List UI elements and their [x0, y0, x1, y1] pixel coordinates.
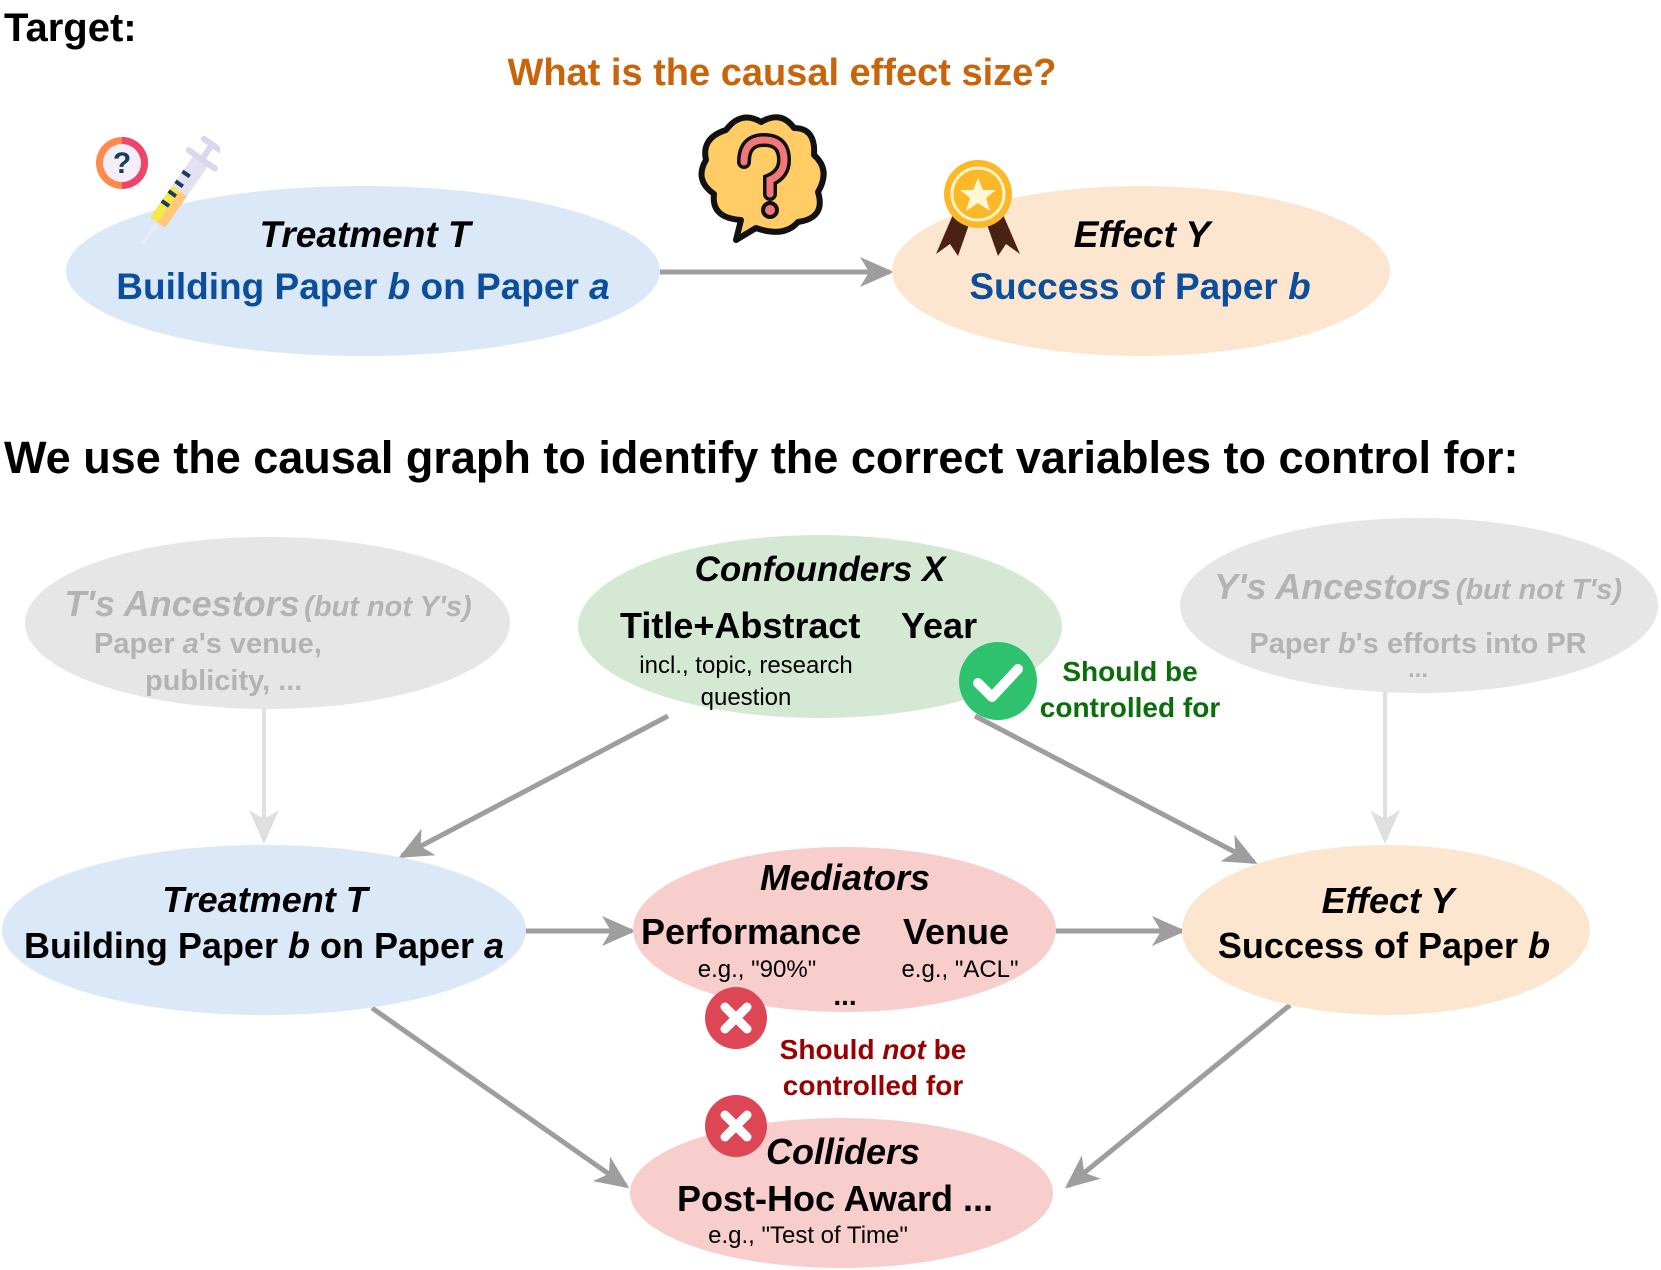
colliders-node: [630, 1118, 1053, 1268]
collider-post-hoc-award: Post-Hoc Award ...: [676, 1178, 994, 1219]
colliders-title: Colliders: [765, 1131, 921, 1172]
effect-node: [1182, 845, 1590, 1015]
top-effect-label: Success of Paper b: [969, 266, 1311, 307]
y-ancestors-node: [1180, 518, 1658, 693]
confounder-year: Year: [901, 605, 978, 646]
thought-bubble-question-icon: [698, 114, 827, 243]
check-circle-icon: [959, 642, 1037, 720]
should-not-control-line2: controlled for: [782, 1070, 964, 1101]
t-ancestors-title: T's Ancestors (but not Y's): [64, 583, 472, 624]
arrow-confounders-to-effect: [973, 713, 1258, 865]
y-ancestors-title: Y's Ancestors (but not T's): [1213, 566, 1623, 607]
confounder-note-line2: question: [700, 684, 792, 711]
collider-example: e.g., "Test of Time": [708, 1222, 908, 1249]
mediators-title: Mediators: [759, 857, 931, 898]
top-effect-title: Effect Y: [1073, 214, 1211, 255]
treatment-label: Building Paper b on Paper a: [23, 925, 505, 966]
mediator-venue-example: e.g., "ACL": [901, 956, 1019, 983]
top-treatment-label: Building Paper b on Paper a: [116, 266, 610, 307]
t-ancestors-node: [25, 537, 510, 709]
confounders-title: Confounders X: [694, 550, 946, 589]
arrow-effect-to-colliders: [1064, 1003, 1292, 1189]
effect-title: Effect Y: [1321, 880, 1455, 921]
should-control-line1: Should be: [1062, 656, 1198, 687]
confounder-note-line1: incl., topic, research: [639, 652, 853, 679]
syringe-question-icon: ?: [96, 135, 220, 245]
arrow-treatment-to-colliders: [370, 1005, 630, 1189]
t-ancestors-line1: Paper a's venue,: [94, 628, 322, 660]
svg-text:?: ?: [113, 147, 131, 180]
top-treatment-title: Treatment T: [259, 214, 471, 255]
treatment-title: Treatment T: [162, 879, 368, 920]
mediator-performance: Performance: [641, 911, 862, 952]
effect-label: Success of Paper b: [1217, 925, 1551, 966]
t-ancestors-line2: publicity, ...: [145, 665, 303, 697]
award-medal-icon: [936, 160, 1020, 256]
target-heading: Target:: [4, 6, 137, 50]
y-ancestors-line2: ...: [1407, 656, 1429, 683]
should-control-line2: controlled for: [1039, 692, 1221, 723]
mediator-more: ...: [833, 980, 857, 1011]
mediator-performance-example: e.g., "90%": [697, 956, 817, 983]
y-ancestors-line1: Paper b's efforts into PR: [1249, 628, 1587, 660]
arrow-confounders-to-treatment: [398, 713, 670, 859]
x-circle-icon: [705, 1095, 767, 1157]
causal-question: What is the causal effect size?: [507, 52, 1057, 94]
should-not-control-line1: Should not be: [779, 1034, 967, 1065]
mediators-node: [633, 847, 1056, 1012]
x-circle-icon: [705, 987, 767, 1049]
treatment-node: [2, 845, 526, 1015]
mediator-venue: Venue: [903, 911, 1010, 952]
graph-heading: We use the causal graph to identify the …: [4, 432, 1519, 483]
confounder-title-abstract: Title+Abstract: [620, 605, 861, 646]
